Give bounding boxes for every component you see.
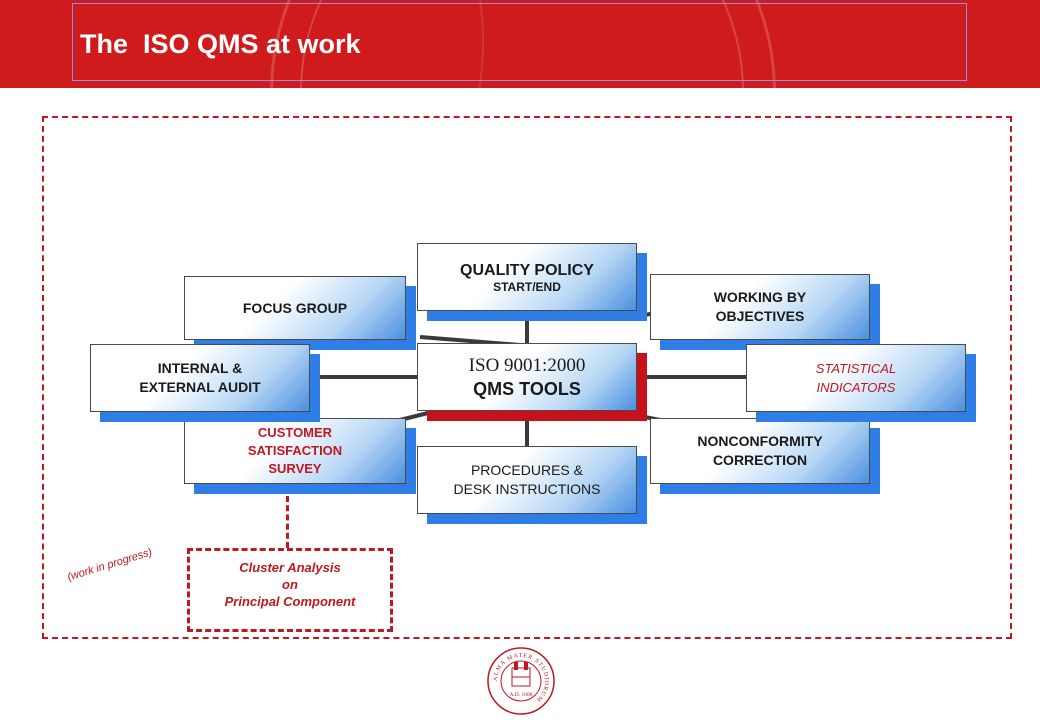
node-procedures-desk-instructions: PROCEDURES & DESK INSTRUCTIONS — [417, 446, 637, 514]
title-frame — [72, 3, 967, 81]
seal-date-text: A.D. 1088 — [509, 692, 532, 698]
node-label: DESK INSTRUCTIONS — [453, 481, 601, 497]
node-focus-group: FOCUS GROUP — [184, 276, 406, 340]
node-label: CUSTOMER — [257, 425, 333, 440]
node-label: CORRECTION — [712, 452, 808, 468]
node-internal-external-audit: INTERNAL & EXTERNAL AUDIT — [90, 344, 310, 412]
node-qms-tools-center: ISO 9001:2000 QMS TOOLS — [417, 343, 637, 411]
node-sublabel: START/END — [493, 279, 561, 294]
page-title: The ISO QMS at work — [80, 29, 361, 59]
node-label: OBJECTIVES — [715, 308, 805, 324]
center-label-standard: ISO 9001:2000 — [468, 354, 586, 376]
node-label: INDICATORS — [816, 380, 896, 395]
node-label: STATISTICAL — [815, 361, 897, 376]
node-label: FOCUS GROUP — [242, 299, 348, 316]
university-seal-logo: ALMA MATER STUDIORUM A.D. 1088 — [487, 647, 555, 715]
header-banner: The ISO QMS at work — [0, 0, 1040, 88]
connector-line — [399, 408, 441, 422]
node-label: SURVEY — [268, 461, 322, 476]
cluster-analysis-box: Cluster Analysis on Principal Component — [187, 548, 393, 632]
node-label: SATISFACTION — [247, 443, 343, 458]
node-label: NONCONFORMITY — [697, 433, 823, 449]
node-working-by-objectives: WORKING BY OBJECTIVES — [650, 274, 870, 340]
node-statistical-indicators: STATISTICAL INDICATORS — [746, 344, 966, 412]
node-quality-policy: QUALITY POLICY START/END — [417, 243, 637, 311]
node-customer-satisfaction-survey: CUSTOMER SATISFACTION SURVEY — [184, 418, 406, 484]
cluster-connector — [286, 496, 289, 548]
cluster-label: Principal Component — [224, 594, 356, 609]
cluster-label: on — [282, 577, 298, 592]
node-nonconformity-correction: NONCONFORMITY CORRECTION — [650, 418, 870, 484]
center-label-tools: QMS TOOLS — [473, 378, 581, 399]
node-label: INTERNAL & — [157, 360, 243, 376]
node-label: EXTERNAL AUDIT — [139, 379, 261, 395]
outer-dashed-frame — [42, 116, 1012, 639]
cluster-label: Cluster Analysis — [239, 560, 341, 575]
node-label: QUALITY POLICY — [460, 261, 594, 279]
node-label: WORKING BY — [713, 289, 807, 305]
node-label: PROCEDURES & — [470, 462, 583, 478]
